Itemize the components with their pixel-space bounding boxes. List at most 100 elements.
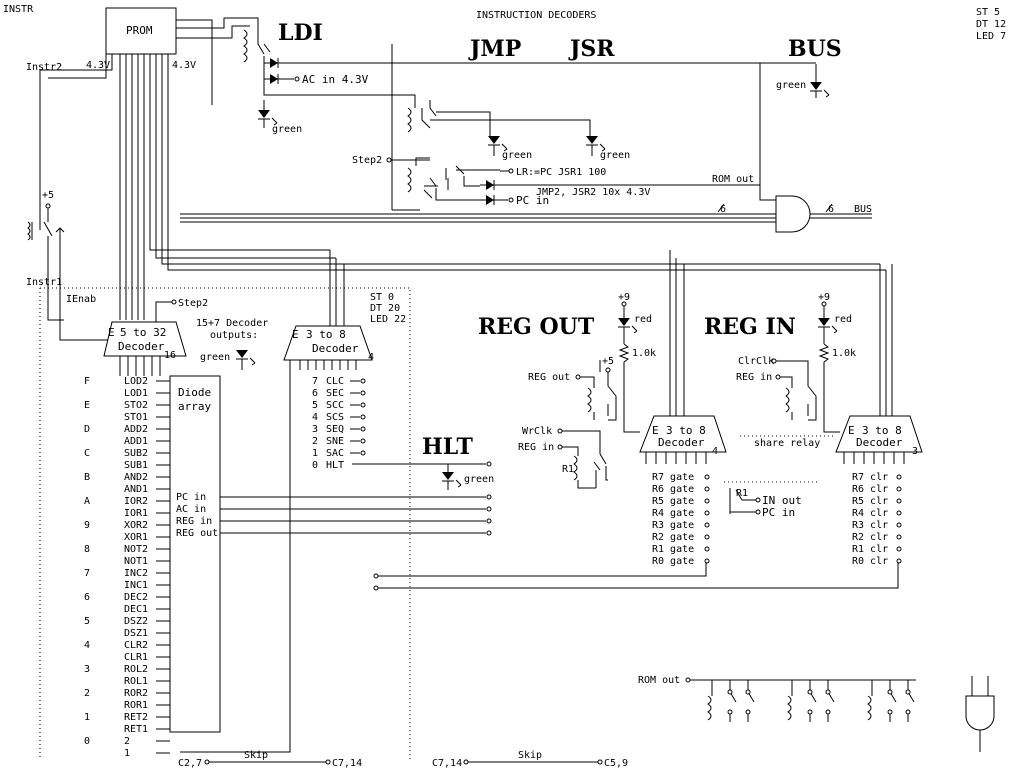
decoder-output-hex: 8 <box>84 544 90 555</box>
ldi-heading: LDI <box>278 20 323 46</box>
skip-right-label: Skip <box>518 750 542 761</box>
reg-out-decoder-sub: Decoder <box>658 436 705 449</box>
clr-terminal <box>896 474 902 480</box>
instr1-label: Instr1 <box>26 277 62 288</box>
prom-voltage-right: 4.3V <box>172 60 196 71</box>
lr-pc-label: LR:=PC JSR1 100 <box>516 167 606 178</box>
cond-output-terminal <box>360 426 366 432</box>
decoder-output-label: IOR1 <box>124 508 148 519</box>
reg-out-heading: REG OUT <box>478 314 595 340</box>
rom-out-label: ROM out <box>712 174 754 185</box>
jmp-diodes <box>480 180 760 205</box>
decoder-output-label: LOD1 <box>124 388 148 399</box>
reg-out-gate-label: R0 gate <box>652 556 694 567</box>
reg-out-led-label: red <box>634 314 652 325</box>
decoder-note-line2: outputs: <box>210 330 258 341</box>
ldi-led <box>258 100 278 128</box>
count-line: ST 5 <box>976 7 1000 18</box>
cond-output-label: SCC <box>326 400 344 411</box>
reg-in-supply-label: +9 <box>818 292 830 303</box>
cond-decoder-enable: E <box>292 328 299 341</box>
jmp-led <box>488 136 508 156</box>
jmp-heading: JMP <box>468 36 521 62</box>
step2-terminal <box>386 157 392 163</box>
gate-terminal <box>704 510 710 516</box>
reg-out-gate-label: R4 gate <box>652 508 694 519</box>
reg-in-clr-label: R6 clr <box>852 484 888 495</box>
decoder-output-label: IOR2 <box>124 496 148 507</box>
bus-out-label: BUS <box>854 204 872 215</box>
decoder-output-label: XOR2 <box>124 520 148 531</box>
prom-voltage-left: 4.3V <box>86 60 110 71</box>
reg-out-supply <box>599 301 640 433</box>
reg-in-decoder-sub: Decoder <box>856 436 903 449</box>
reg-in-clr-label: R0 clr <box>852 556 888 567</box>
reg-out-decoder-enable: E <box>652 424 659 437</box>
jmp-jsr-relays <box>391 44 591 211</box>
ldi-relay <box>243 29 416 108</box>
c714-a-label: C7,14 <box>332 758 362 768</box>
ac-in-label: AC in 4.3V <box>302 73 369 86</box>
cond-decoder-sub: Decoder <box>312 342 359 355</box>
reg-out-gate-label: R7 gate <box>652 472 694 483</box>
decoder-output-hex: A <box>84 496 90 507</box>
left-relay <box>27 203 110 341</box>
cond-count-line: LED 22 <box>370 314 406 325</box>
decoder-output-hex: 6 <box>84 592 90 603</box>
decoder-output-label: RET1 <box>124 724 148 735</box>
decoder-output-label: DSZ1 <box>124 628 148 639</box>
decoder-5to32-sub: Decoder <box>118 340 165 353</box>
cond-output-num: 1 <box>312 448 318 459</box>
cond-output-label: SNE <box>326 436 344 447</box>
decoder-3to8-cond <box>180 250 373 753</box>
decoder-output-hex: C <box>84 448 90 459</box>
diode-array-label-2: array <box>178 400 211 413</box>
cond-output-num: 5 <box>312 400 318 411</box>
ienab-label: IEnab <box>66 294 96 305</box>
array-output-label: AC in <box>176 504 206 515</box>
bus-led <box>760 62 830 98</box>
bottom-rom-out-label: ROM out <box>638 675 680 686</box>
reg-out-pc-in-label: PC in <box>762 506 795 519</box>
decoder-5to32-enable: E <box>108 326 115 339</box>
jsr-led-label: green <box>600 150 630 161</box>
reg-out-decoder <box>639 250 727 453</box>
cond-output-label: SEC <box>326 388 344 399</box>
decoder-output-label: 2 <box>124 736 130 747</box>
gate-terminal <box>704 534 710 540</box>
step2-label: Step2 <box>352 155 382 166</box>
clr-terminal <box>896 546 902 552</box>
return-wire-b <box>378 562 899 589</box>
reg-in-clr-label: R1 clr <box>852 544 888 555</box>
cond-output-num: 2 <box>312 436 318 447</box>
decoder-output-hex: 0 <box>84 736 90 747</box>
decoder-led-label: green <box>200 352 230 363</box>
reg-in-heading: REG IN <box>704 314 796 340</box>
corner-label: INSTR <box>3 4 34 15</box>
decoder-output-label: STO1 <box>124 412 148 423</box>
decoder-output-label: LOD2 <box>124 376 148 387</box>
reg-in-signal-left: REG in <box>518 442 554 453</box>
reg-in-supply <box>807 301 840 433</box>
cond-output-terminal <box>360 450 366 456</box>
array-output-label: REG out <box>176 528 218 539</box>
jmp-led-label: green <box>502 150 532 161</box>
reg-out-gate-label: R6 gate <box>652 484 694 495</box>
reg-out-plus5: +5 <box>602 356 614 367</box>
gate-terminal <box>704 498 710 504</box>
decoder-output-label: ROR2 <box>124 688 148 699</box>
gate-terminal <box>704 474 710 480</box>
cond-decoder-name: 3 to 8 <box>306 328 346 341</box>
decoder-led <box>236 350 256 370</box>
ldi-led-label: green <box>272 124 302 135</box>
cpu-board-outline <box>39 287 411 760</box>
reg-in-led-label: red <box>834 314 852 325</box>
prom-label: PROM <box>126 24 153 37</box>
decoder-output-label: DEC2 <box>124 592 148 603</box>
hlt-line <box>352 461 492 490</box>
clr-terminal <box>896 534 902 540</box>
cond-count-line: ST 0 <box>370 292 394 303</box>
